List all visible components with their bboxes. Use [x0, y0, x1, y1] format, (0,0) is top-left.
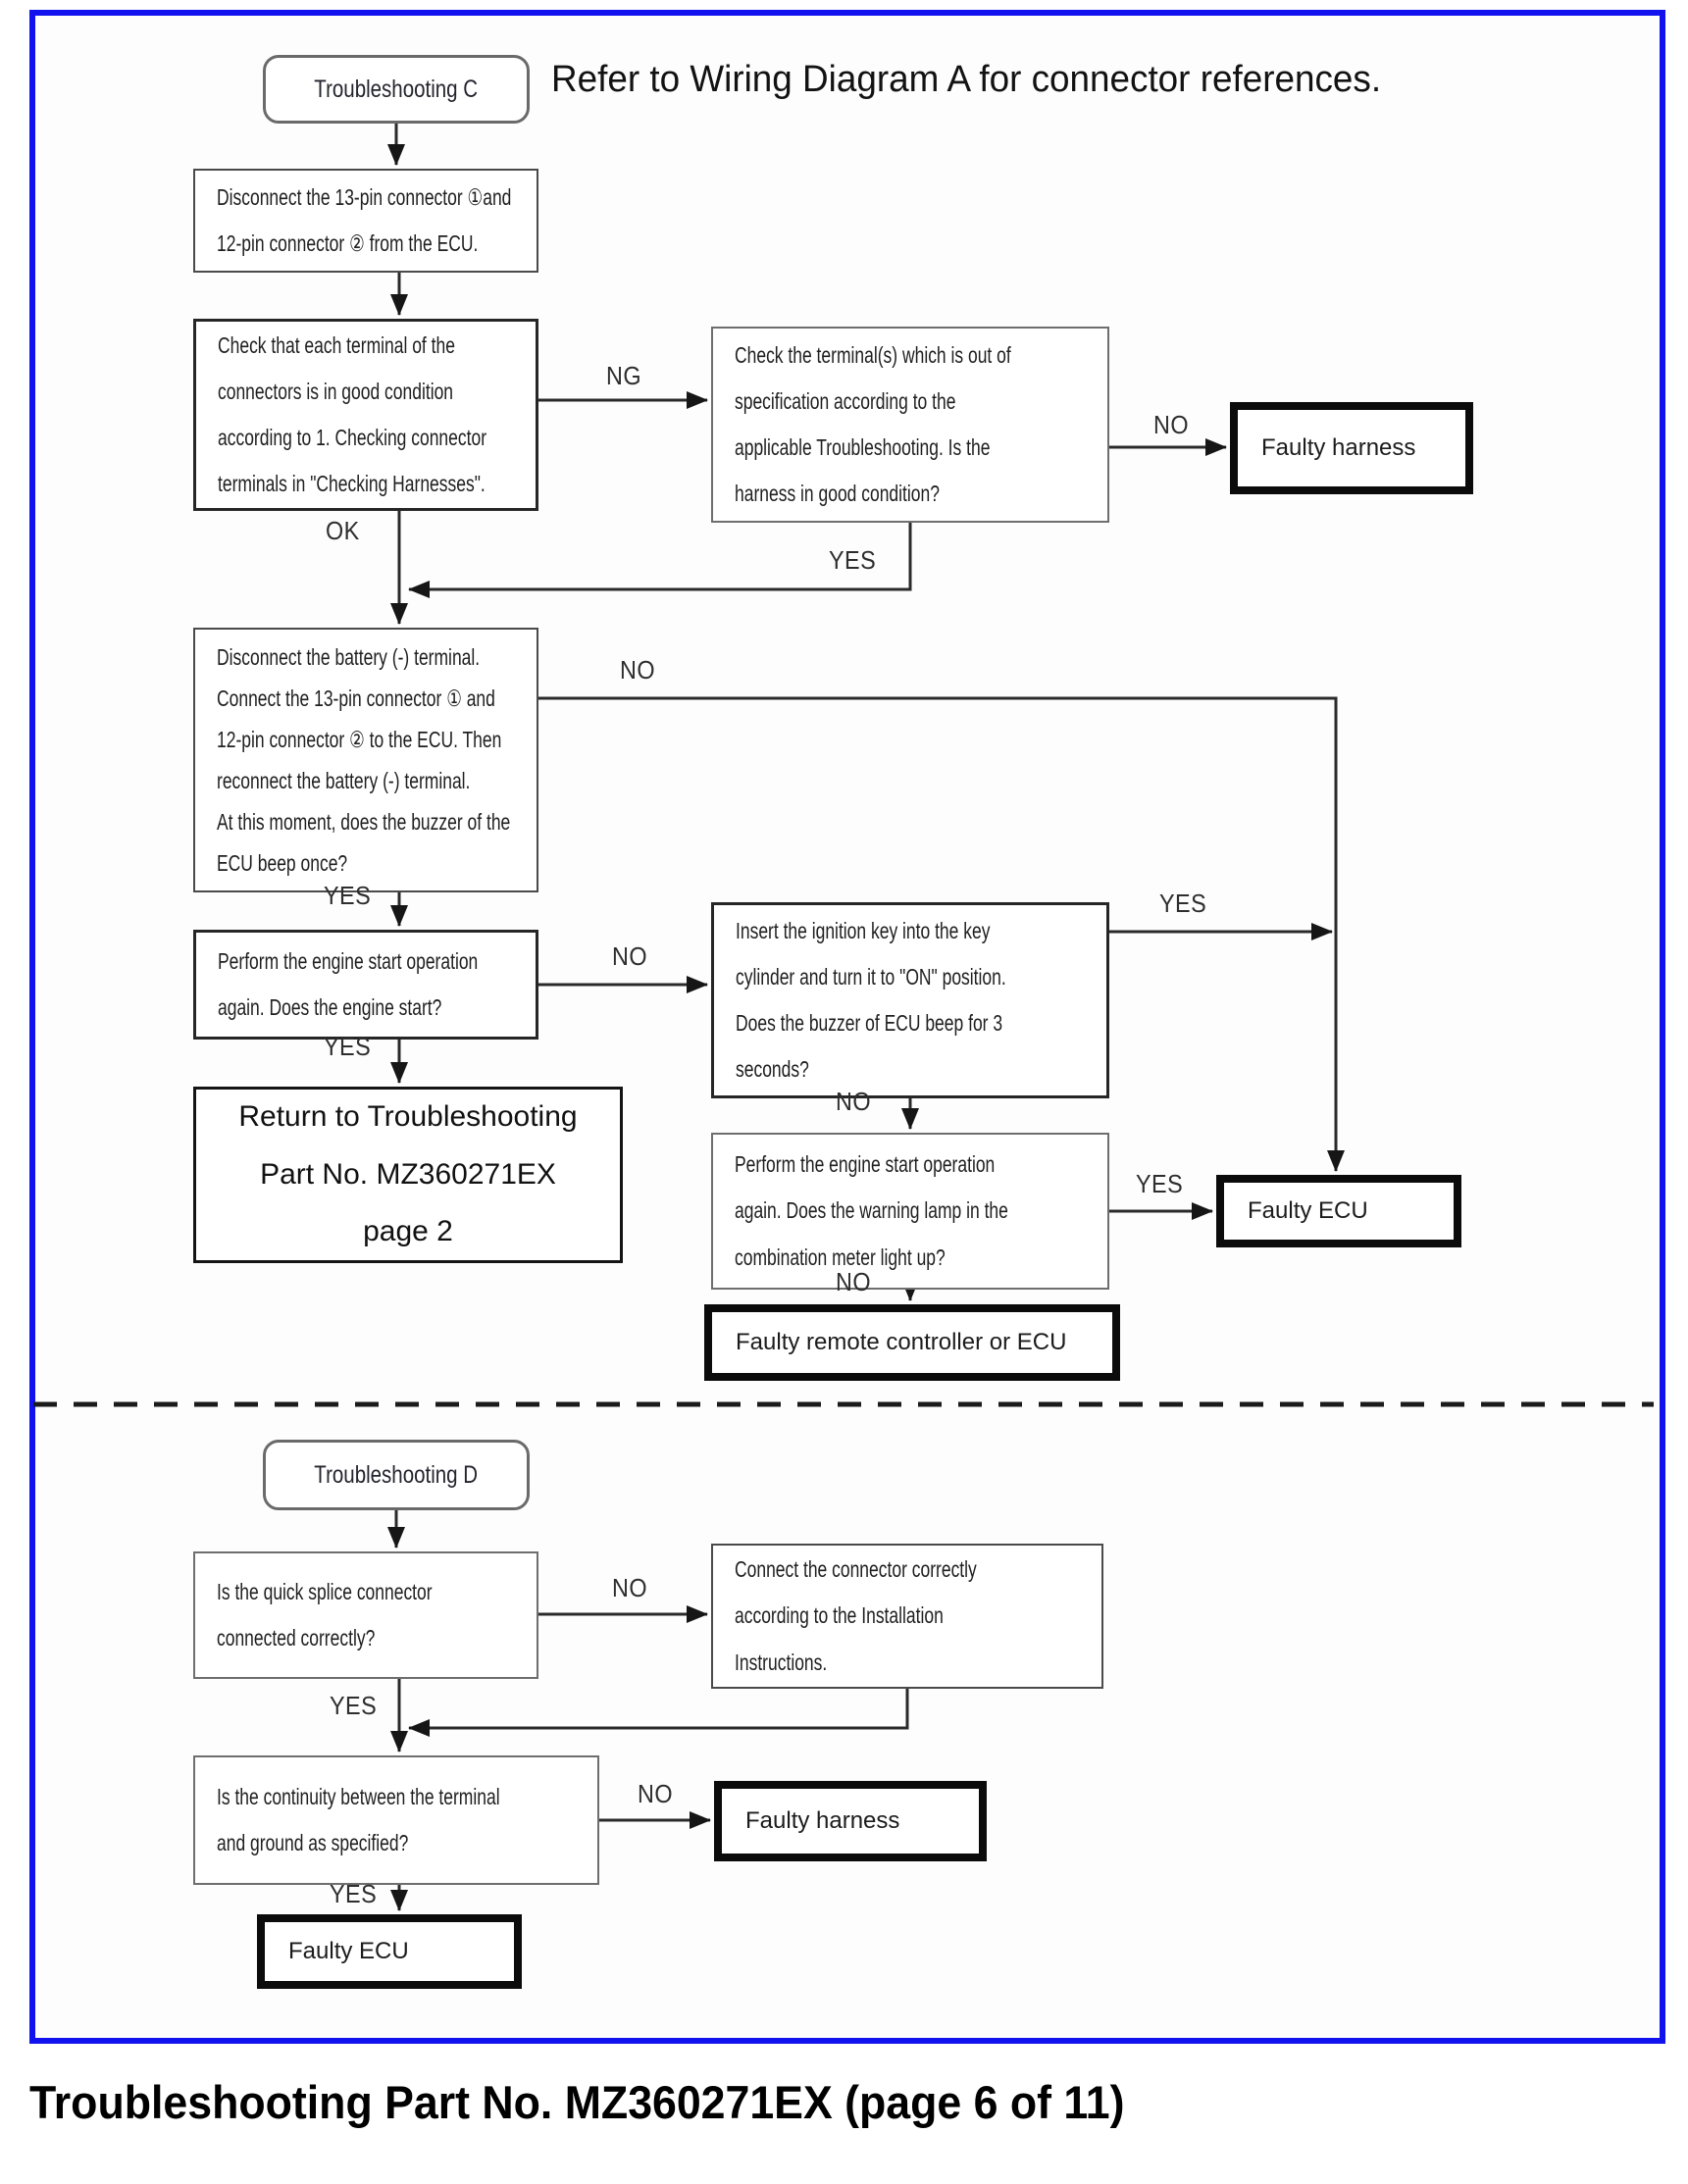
edge-label-no-1: NO: [1153, 410, 1189, 439]
start-node-troubleshooting-d: Troubleshooting D: [263, 1440, 530, 1510]
terminal-faulty-ecu-2: Faulty ECU: [257, 1914, 522, 1989]
page-caption: Troubleshooting Part No. MZ360271EX (pag…: [29, 2076, 1125, 2128]
terminal-faulty-remote-or-ecu-text: Faulty remote controller or ECU: [736, 1329, 1067, 1356]
node-check-out-of-spec-text: Check the terminal(s) which is out of sp…: [735, 341, 1011, 507]
edge-label-no-3: NO: [612, 941, 647, 971]
edge-label-yes-5: YES: [1136, 1169, 1184, 1198]
terminal-faulty-harness-2: Faulty harness: [714, 1781, 987, 1861]
start-node-troubleshooting-c-label: Troubleshooting C: [314, 76, 479, 103]
node-check-terminals-text: Check that each terminal of the connecto…: [218, 331, 487, 497]
header-note: Refer to Wiring Diagram A for connector …: [551, 59, 1382, 100]
edge-label-no-6: NO: [612, 1573, 647, 1602]
node-check-out-of-spec: Check the terminal(s) which is out of sp…: [711, 327, 1109, 523]
node-connect-connector: Connect the connector correctly accordin…: [711, 1544, 1103, 1689]
edge-label-yes-4: YES: [1159, 889, 1207, 918]
terminal-return-to-troubleshooting: Return to Troubleshooting Part No. MZ360…: [193, 1087, 623, 1263]
node-disconnect-connectors: Disconnect the 13-pin connector ①and 12-…: [193, 169, 538, 273]
edge-label-yes-3: YES: [324, 1032, 372, 1061]
node-warning-lamp: Perform the engine start operation again…: [711, 1133, 1109, 1290]
node-continuity-check-text: Is the continuity between the terminal a…: [217, 1783, 500, 1855]
edge-label-ng: NG: [606, 361, 641, 390]
edge-yes-return-d: [408, 1689, 909, 1737]
node-ignition-key-text: Insert the ignition key into the key cyl…: [736, 917, 1006, 1083]
node-quick-splice-text: Is the quick splice connector connected …: [217, 1578, 433, 1651]
node-engine-start-text: Perform the engine start operation again…: [218, 947, 479, 1020]
start-node-troubleshooting-c: Troubleshooting C: [263, 55, 530, 124]
edge-label-yes-2: YES: [324, 881, 372, 910]
node-engine-start: Perform the engine start operation again…: [193, 930, 538, 1040]
edge-label-yes-7: YES: [330, 1879, 378, 1908]
node-disconnect-connectors-text: Disconnect the 13-pin connector ①and 12-…: [217, 183, 512, 256]
terminal-faulty-ecu-1-text: Faulty ECU: [1248, 1197, 1368, 1225]
edge-label-no-7: NO: [638, 1779, 673, 1808]
terminal-return-to-troubleshooting-text: Return to Troubleshooting Part No. MZ360…: [238, 1100, 578, 1248]
terminal-faulty-harness-1: Faulty harness: [1230, 402, 1473, 494]
start-node-troubleshooting-d-label: Troubleshooting D: [314, 1461, 479, 1489]
node-warning-lamp-text: Perform the engine start operation again…: [735, 1151, 1008, 1270]
edge-label-no-4: NO: [836, 1087, 871, 1116]
terminal-faulty-harness-1-text: Faulty harness: [1261, 434, 1416, 462]
node-battery-reconnect-text: Disconnect the battery (-) terminal. Con…: [217, 643, 511, 877]
node-continuity-check: Is the continuity between the terminal a…: [193, 1755, 599, 1885]
edge-label-no-2: NO: [620, 655, 655, 685]
edge-label-no-5: NO: [836, 1267, 871, 1296]
terminal-faulty-ecu-1: Faulty ECU: [1216, 1175, 1461, 1247]
terminal-faulty-harness-2-text: Faulty harness: [745, 1807, 900, 1835]
edge-label-yes-1: YES: [829, 545, 877, 575]
node-quick-splice: Is the quick splice connector connected …: [193, 1551, 538, 1679]
edge-label-yes-6: YES: [330, 1691, 378, 1720]
node-battery-reconnect: Disconnect the battery (-) terminal. Con…: [193, 628, 538, 892]
edge-label-ok: OK: [326, 516, 360, 545]
node-connect-connector-text: Connect the connector correctly accordin…: [735, 1556, 977, 1675]
node-check-terminals: Check that each terminal of the connecto…: [193, 319, 538, 511]
edge-yes-return-c: [408, 522, 912, 598]
edge-no-battery-long: [538, 696, 1345, 1172]
node-ignition-key: Insert the ignition key into the key cyl…: [711, 902, 1109, 1098]
terminal-faulty-remote-or-ecu: Faulty remote controller or ECU: [704, 1304, 1120, 1381]
terminal-faulty-ecu-2-text: Faulty ECU: [288, 1938, 409, 1965]
